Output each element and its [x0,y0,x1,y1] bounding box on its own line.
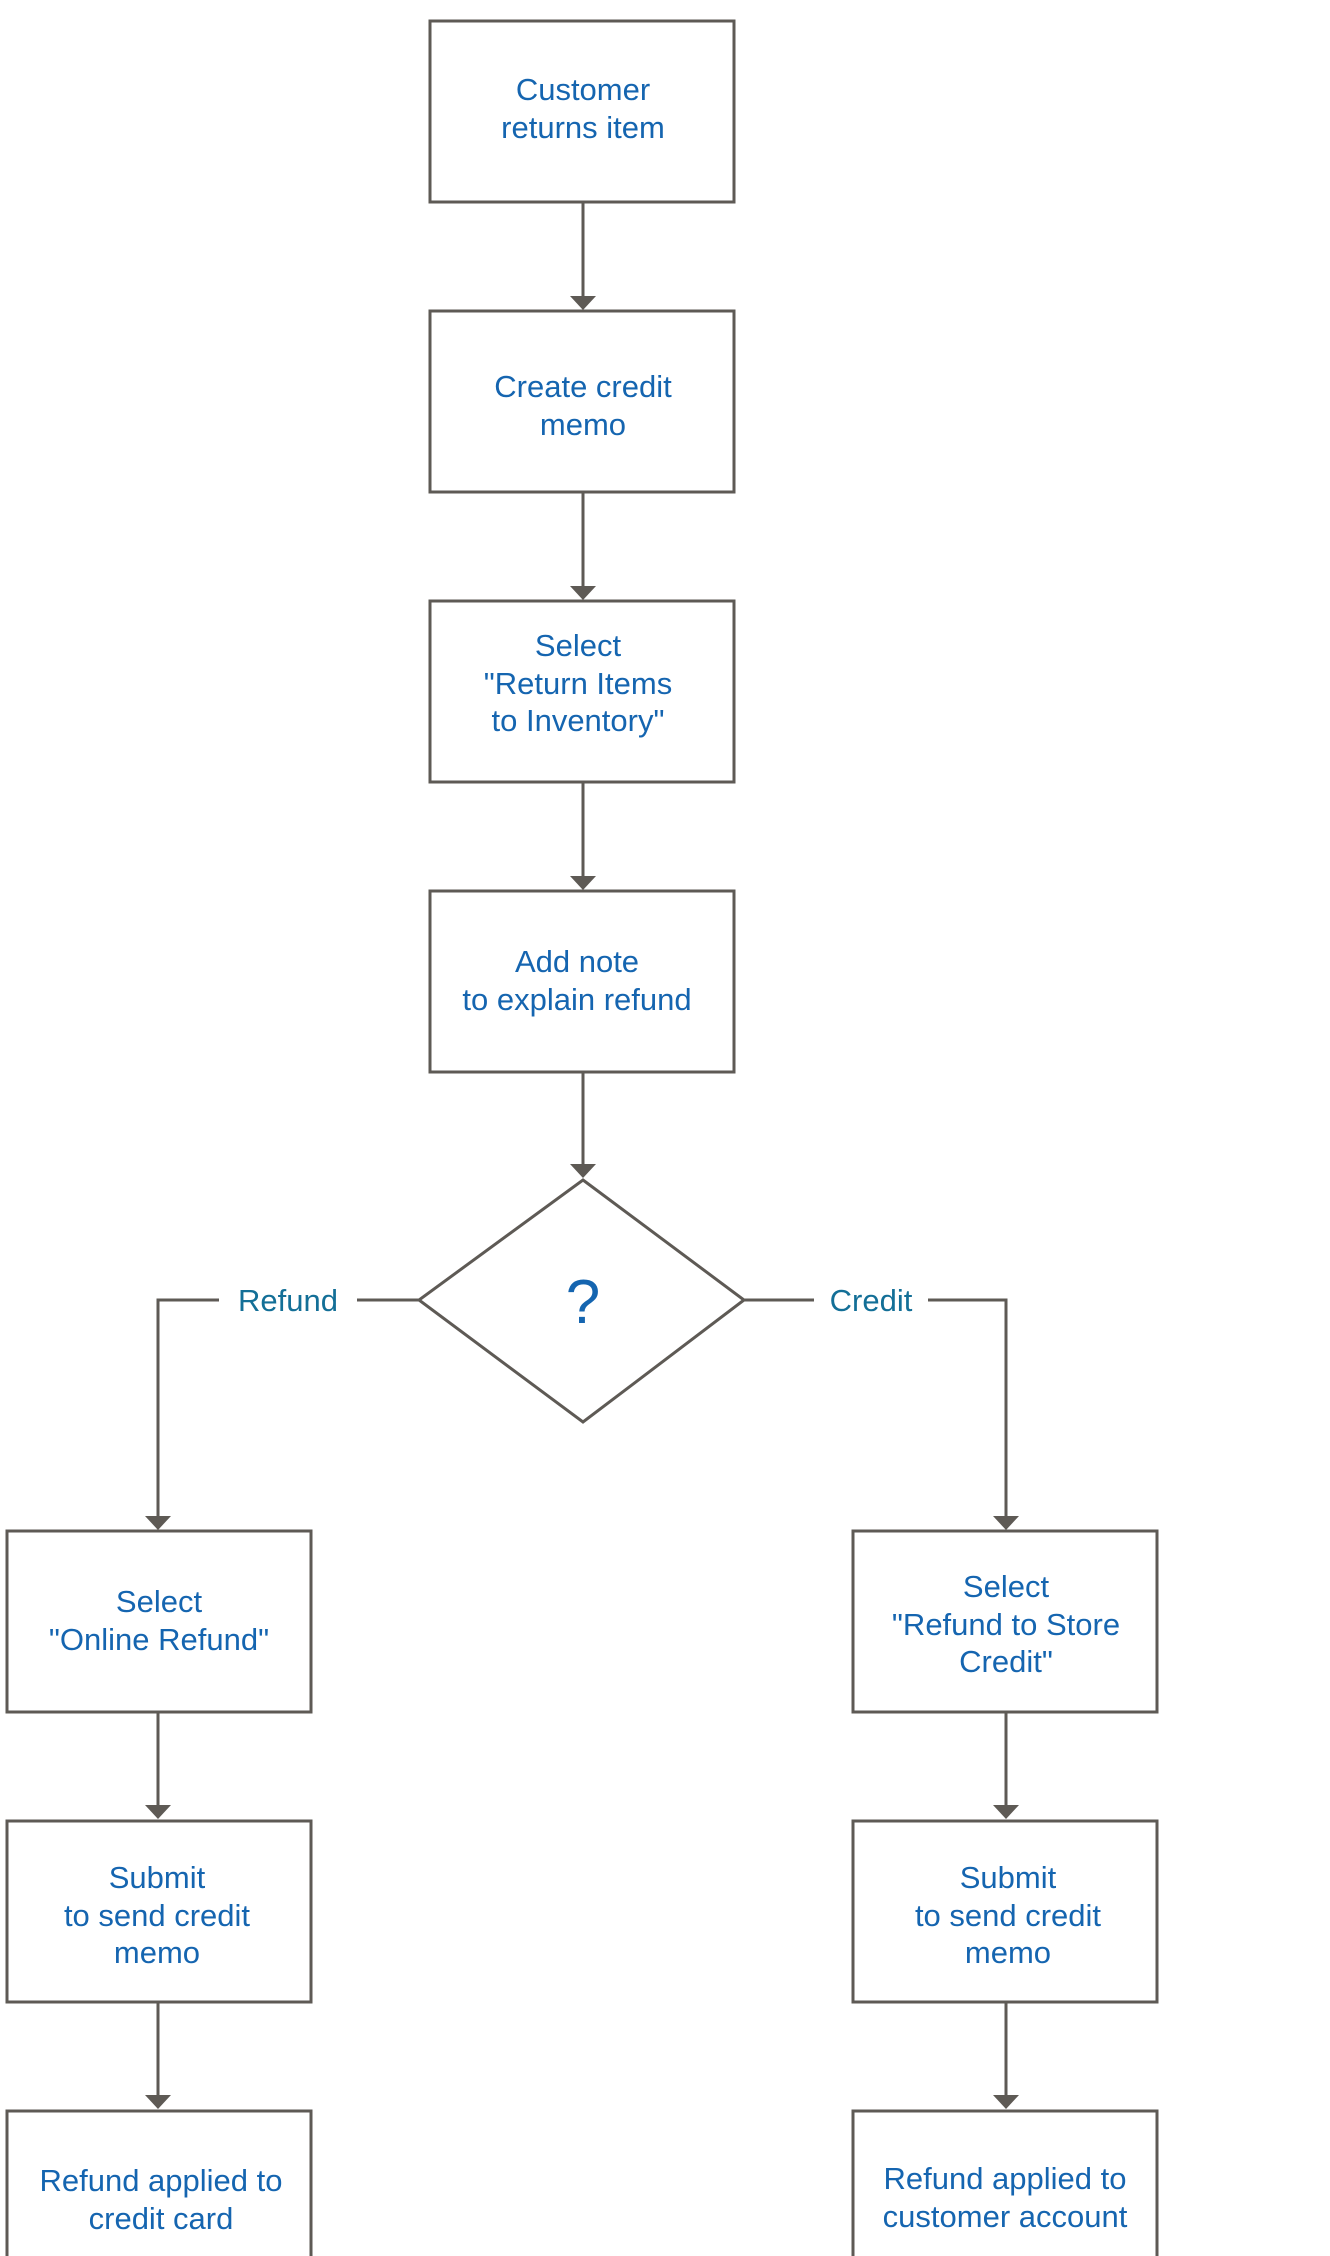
connector-decision-refund-down [156,1298,219,1516]
node-online-refund-box [5,1529,313,1714]
node-return-to-inventory-box [428,599,736,784]
node-create-credit-memo-box [428,309,736,494]
node-return-to-inventory-line-3: to Inventory" [492,703,665,738]
node-return-to-inventory-line-2: "Return Items [484,666,672,701]
node-customer-returns-line-1: Customer [516,72,650,107]
node-store-credit-line-1: Select [963,1569,1050,1604]
node-submit-credit-line-3: memo [965,1935,1051,1970]
arrowhead-credit-card [145,2095,171,2109]
node-submit-credit-box [851,1819,1159,2004]
node-online-refund: Select "Online Refund" [5,1529,313,1714]
node-return-to-inventory-line-1: Select [535,628,622,663]
node-refund-customer-account-line-2: customer account [883,2199,1128,2234]
arrowhead-create [570,296,596,310]
node-store-credit-line-3: Credit" [959,1644,1053,1679]
decision-label: ? [566,1268,600,1337]
node-refund-credit-card-line-2: credit card [89,2201,234,2236]
node-online-refund-line-1: Select [116,1584,203,1619]
connectors [145,200,1019,2109]
node-store-credit-line-2: "Refund to Store [892,1607,1120,1642]
node-submit-refund-line-1: Submit [109,1860,206,1895]
branch-label-refund: Refund [238,1283,338,1318]
node-online-refund-line-2: "Online Refund" [49,1622,269,1657]
node-submit-credit: Submit to send credit memo [851,1819,1159,2004]
decision-node: ? [416,1178,747,1424]
node-refund-credit-card: Refund applied to credit card [5,2109,313,2256]
arrowhead-submit-credit [993,1805,1019,1819]
branch-label-credit: Credit [830,1283,913,1318]
arrowhead-online-refund [145,1516,171,1530]
node-refund-customer-account-line-1: Refund applied to [883,2161,1126,2196]
node-store-credit-box [851,1529,1159,1714]
connector-decision-credit-down [928,1298,1008,1516]
node-add-note-box [428,889,736,1074]
arrowhead-submit-refund [145,1805,171,1819]
node-refund-credit-card-line-1: Refund applied to [39,2163,282,2198]
node-create-credit-memo-line-2: memo [540,407,626,442]
node-return-to-inventory: Select "Return Items to Inventory" [428,599,736,784]
node-customer-returns-box [428,19,736,204]
node-submit-credit-line-2: to send credit [915,1898,1101,1933]
node-submit-refund-line-2: to send credit [64,1898,250,1933]
arrowhead-decision [570,1164,596,1178]
node-submit-refund-line-3: memo [114,1935,200,1970]
node-submit-credit-line-1: Submit [960,1860,1057,1895]
node-create-credit-memo-line-1: Create credit [494,369,672,404]
node-refund-customer-account: Refund applied to customer account [851,2109,1159,2256]
arrowhead-note [570,876,596,890]
arrowhead-store-credit [993,1516,1019,1530]
node-customer-returns-line-2: returns item [501,110,665,145]
node-add-note: Add note to explain refund [428,889,736,1074]
decision-diamond [416,1178,747,1424]
node-add-note-line-1: Add note [515,944,639,979]
arrowhead-select-return [570,586,596,600]
arrowhead-customer-account [993,2095,1019,2109]
node-refund-customer-account-box [851,2109,1159,2256]
node-store-credit: Select "Refund to Store Credit" [851,1529,1159,1714]
node-submit-refund: Submit to send credit memo [5,1819,313,2004]
node-refund-credit-card-box [5,2109,313,2256]
node-create-credit-memo: Create credit memo [428,309,736,494]
node-submit-refund-box [5,1819,313,2004]
node-add-note-line-2: to explain refund [462,982,691,1017]
node-customer-returns: Customer returns item [428,19,736,204]
